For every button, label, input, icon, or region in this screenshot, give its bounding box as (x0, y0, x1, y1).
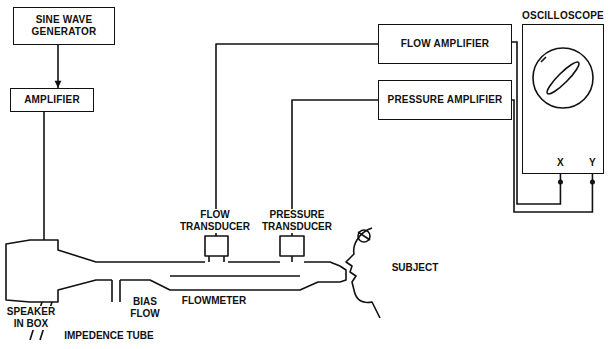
connector (512, 100, 595, 212)
box-label: SINE WAVE GENERATOR (14, 14, 114, 38)
terminal-post (558, 180, 563, 185)
pressure-transducer-tap (291, 256, 293, 262)
amplifier-box: FLOW AMPLIFIER (378, 24, 512, 64)
nose-clip-bar (358, 232, 370, 240)
nose-clip (358, 230, 370, 242)
connector-line (512, 100, 592, 212)
part-label: FLOWMETER (178, 295, 250, 307)
terminal-post (590, 180, 595, 185)
box-label: PRESSURE AMPLIFIER (382, 94, 509, 106)
flowmeter-tube-bottom (120, 280, 340, 290)
box-label: FLOW AMPLIFIER (395, 38, 496, 50)
screen-mark (541, 57, 546, 62)
connector (512, 42, 563, 204)
subject-profile (346, 228, 380, 318)
amplifier-box: PRESSURE AMPLIFIER (378, 80, 512, 120)
part-label: FLOW TRANSDUCER (176, 209, 254, 233)
amplifier-box: AMPLIFIER (10, 88, 94, 112)
pressure-transducer-box (280, 236, 304, 256)
speaker-box-bottom (6, 262, 112, 302)
terminal-label: X (557, 157, 564, 169)
part-label: SPEAKER IN BOX (2, 306, 60, 330)
loop-trace (544, 59, 582, 97)
arrowhead (55, 81, 62, 88)
generator-box: SINE WAVE GENERATOR (13, 7, 115, 45)
bias-flow-inlet (112, 280, 120, 302)
oscilloscope-box: OSCILLOSCOPEXY (522, 24, 604, 174)
part-label: SUBJECT (384, 262, 446, 274)
mouthpiece (340, 266, 346, 282)
terminal-label: Y (589, 157, 596, 169)
part-label: IMPEDENCE TUBE (58, 330, 160, 342)
connector-line (512, 42, 560, 204)
tube-top (200, 262, 340, 266)
connector (55, 45, 62, 88)
speaker-wire (43, 112, 45, 240)
part-label: BIAS FLOW (124, 296, 166, 320)
speaker-box-top (6, 240, 200, 262)
flowmeter-septum (170, 275, 300, 277)
oscilloscope-screen (533, 48, 593, 108)
flow-transducer-box (205, 236, 228, 256)
flow-transducer-wire (216, 44, 378, 236)
box-label: OSCILLOSCOPE (513, 10, 609, 22)
part-label: PRESSURE TRANSDUCER (256, 209, 338, 233)
flow-transducer-taps (209, 256, 224, 262)
box-label: AMPLIFIER (18, 94, 86, 106)
